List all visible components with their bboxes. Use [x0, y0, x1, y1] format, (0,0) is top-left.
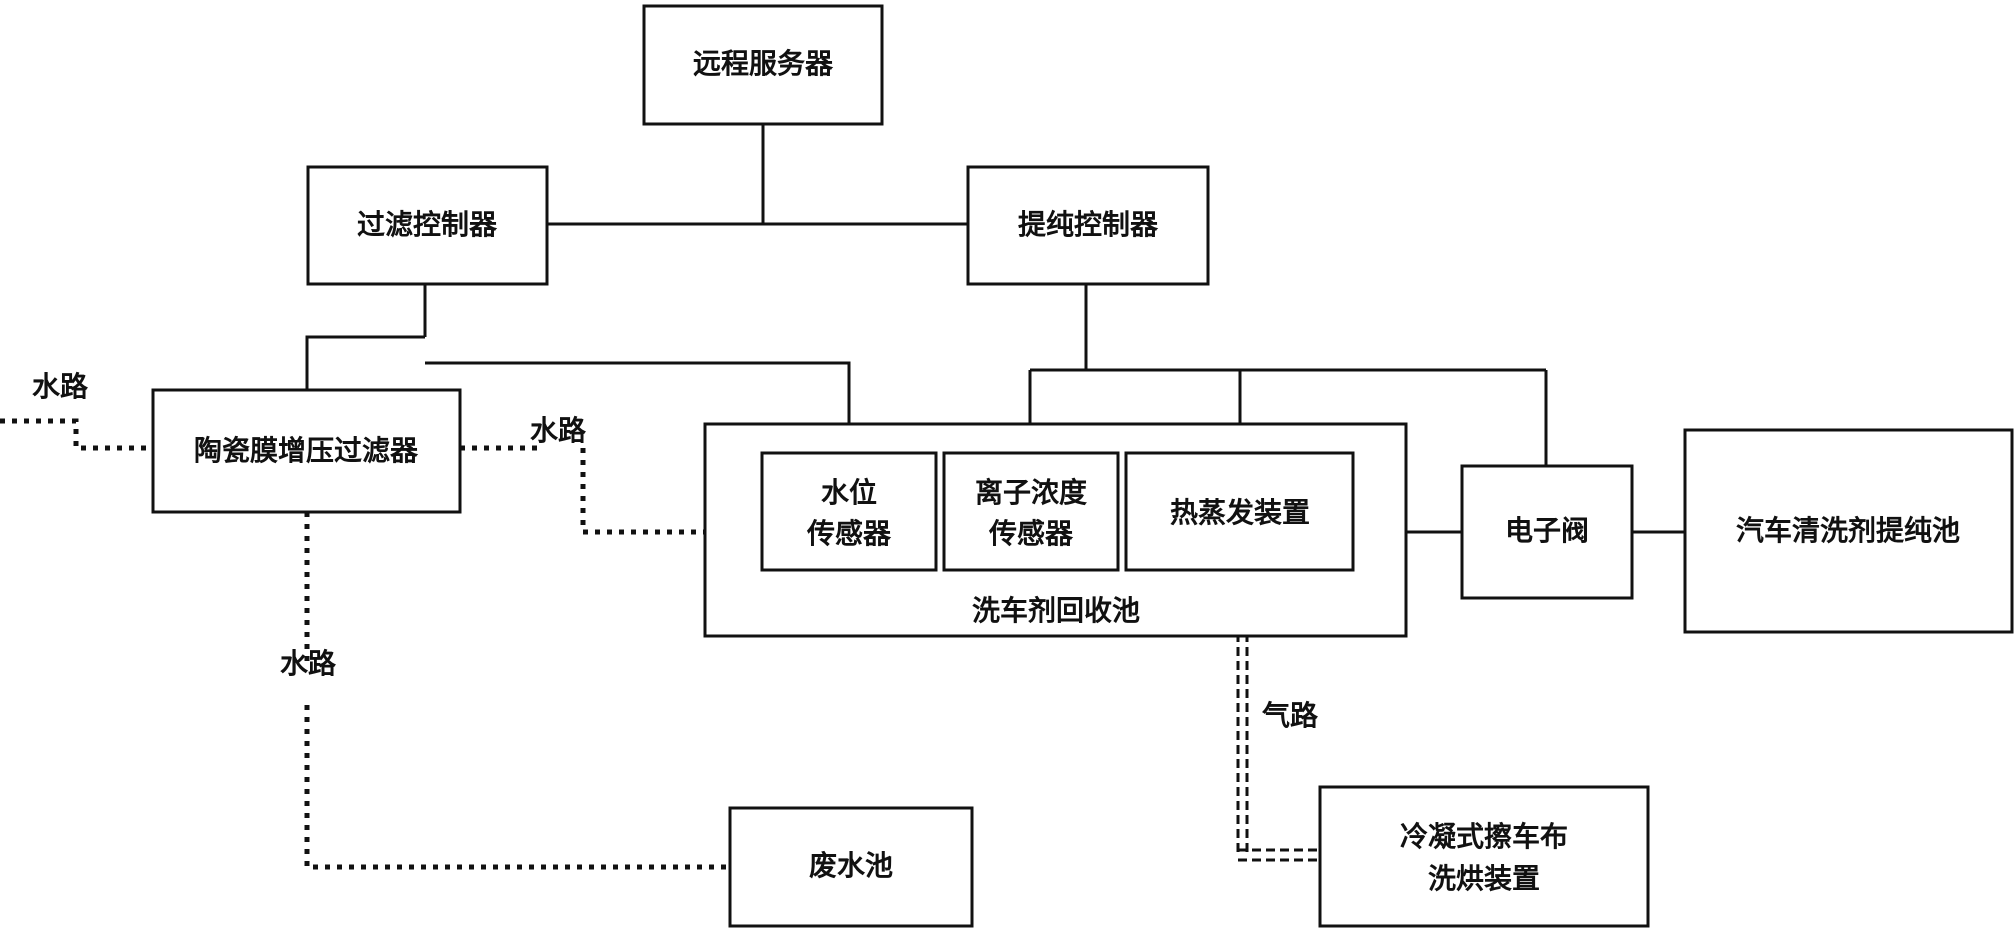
water-path-to-waste-pool: [304, 705, 730, 870]
purify-controller-label: 提纯控制器: [1018, 208, 1159, 241]
water-label-filter-output: 水路: [530, 414, 587, 447]
ion-sensor-frame: [942, 451, 1120, 572]
ceramic-filter-box: 陶瓷膜增压过滤器: [151, 388, 462, 514]
cloth-dryer-frame: [1318, 785, 1650, 928]
ion-sensor-label-line2: 传感器: [988, 517, 1074, 550]
water-level-sensor-box: 水位 传感器: [760, 451, 938, 572]
heat-evaporator-frame: [1124, 451, 1355, 572]
heat-evaporator-label: 热蒸发装置: [1170, 496, 1310, 529]
water-level-sensor-label-line2: 传感器: [806, 517, 892, 550]
solenoid-valve-label: 电子阀: [1505, 514, 1589, 547]
ion-sensor-box: 离子浓度 传感器: [942, 451, 1120, 572]
purification-pool-label: 汽车清洗剂提纯池: [1736, 514, 1960, 547]
ceramic-filter-label: 陶瓷膜增压过滤器: [194, 434, 419, 467]
water-label-waste: 水路: [280, 647, 337, 680]
waste-pool-box: 废水池: [728, 806, 974, 928]
water-path-inlet: [0, 418, 153, 451]
heat-evaporator-box: 热蒸发装置: [1124, 451, 1355, 572]
remote-server-box: 远程服务器: [642, 4, 884, 126]
solenoid-valve-box: 电子阀: [1460, 464, 1634, 600]
cloth-dryer-label-line1: 冷凝式擦车布: [1400, 820, 1568, 853]
filter-controller-box: 过滤控制器: [306, 165, 549, 286]
waste-pool-frame: [728, 806, 974, 928]
purify-controller-box: 提纯控制器: [966, 165, 1210, 286]
purification-pool-box: 汽车清洗剂提纯池: [1683, 428, 2014, 634]
water-label-inlet: 水路: [32, 370, 89, 403]
ceramic-filter-frame: [151, 388, 462, 514]
filter-controller-label: 过滤控制器: [357, 208, 498, 241]
filter-controller-frame: [306, 165, 549, 286]
water-path-into-pool: [580, 448, 705, 535]
ion-sensor-label-line1: 离子浓度: [975, 476, 1087, 509]
solenoid-valve-frame: [1460, 464, 1634, 600]
water-level-sensor-frame: [760, 451, 938, 572]
path-labels: 水路 水路 水路 气路: [32, 370, 1319, 732]
remote-server-label: 远程服务器: [693, 47, 834, 80]
remote-server-frame: [642, 4, 884, 126]
recovery-pool-label: 洗车剂回收池: [972, 594, 1140, 627]
purification-pool-frame: [1683, 428, 2014, 634]
cloth-dryer-box: 冷凝式擦车布 洗烘装置: [1318, 785, 1650, 928]
purify-controller-frame: [966, 165, 1210, 286]
wire-to-ceramic-filter: [305, 335, 425, 390]
control-wiring: [305, 124, 1685, 534]
cloth-dryer-label-line2: 洗烘装置: [1428, 862, 1540, 895]
water-level-sensor-label-line1: 水位: [821, 476, 877, 509]
waste-pool-label: 废水池: [809, 849, 893, 882]
gas-label: 气路: [1261, 699, 1319, 732]
water-paths: [0, 418, 730, 870]
